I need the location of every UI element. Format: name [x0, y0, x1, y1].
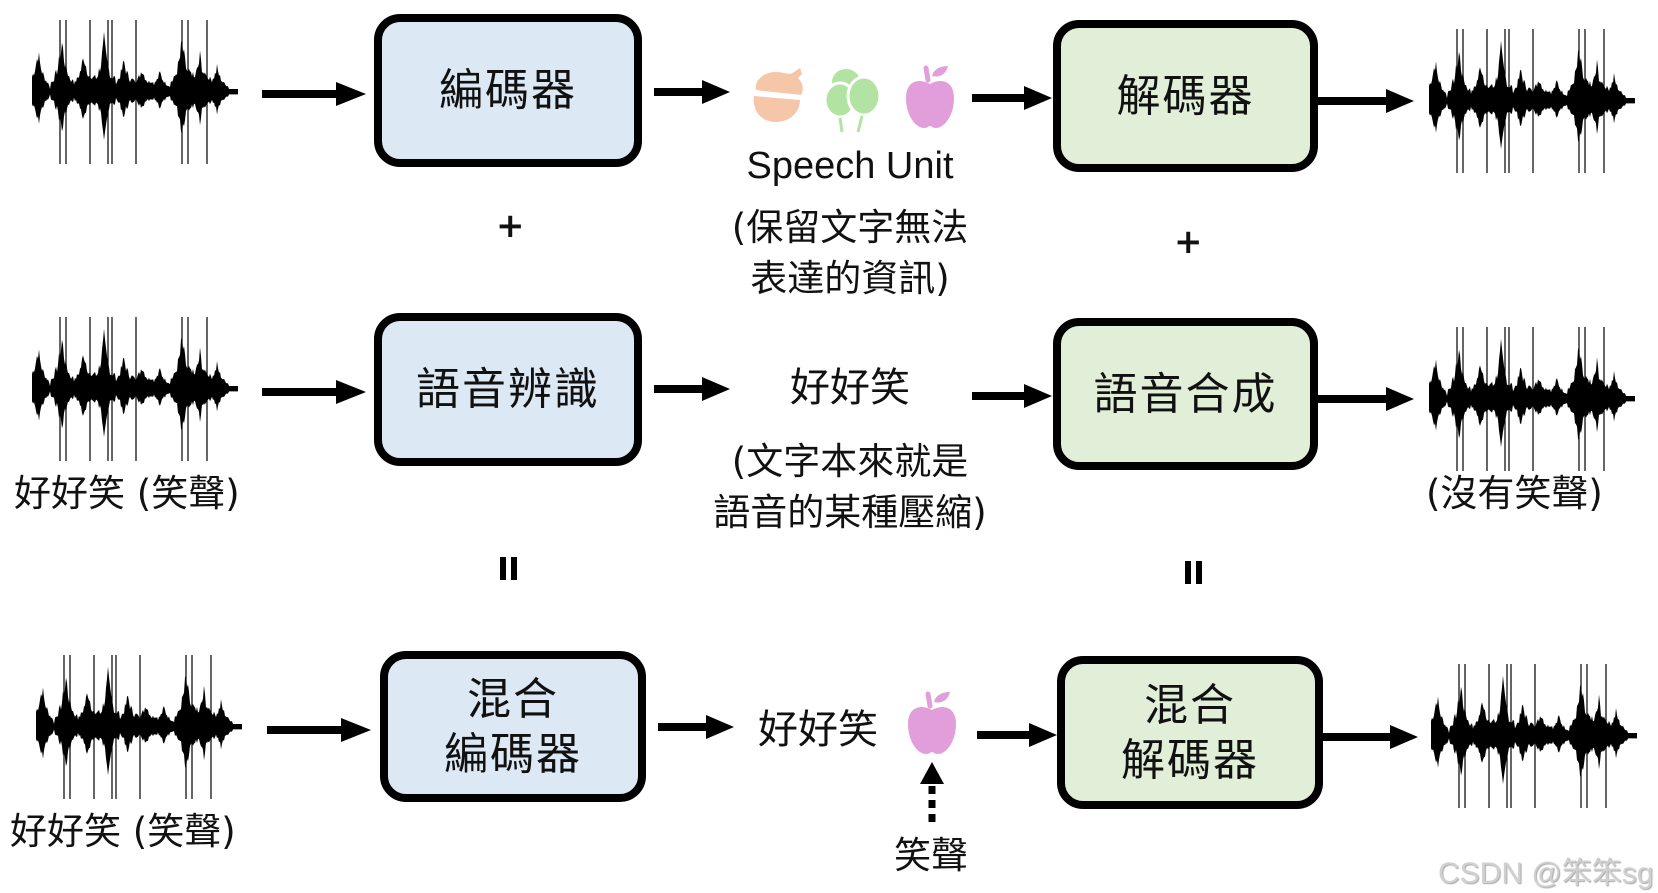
- watermark: CSDN @笨笨sg: [1438, 857, 1654, 890]
- output-caption: (沒有笑聲): [1426, 472, 1603, 515]
- arrow-right: [654, 377, 730, 401]
- asr-label: 語音辨識: [416, 364, 600, 415]
- arrow-right: [658, 715, 734, 739]
- encoder-box: 編碼器: [374, 14, 642, 167]
- arrow-right: [1318, 387, 1414, 411]
- asr-box: 語音辨識: [374, 313, 642, 466]
- mixed-decoder-box: 混合 解碼器: [1057, 656, 1323, 809]
- input-waveform: [36, 655, 242, 799]
- tts-box: 語音合成: [1053, 318, 1318, 470]
- arrow-right: [972, 384, 1052, 408]
- mixed-decoder-label-line2: 解碼器: [1121, 734, 1259, 786]
- arrow-right: [1318, 725, 1418, 749]
- arrow-right: [977, 723, 1057, 747]
- laughter-side-input: 笑聲: [894, 834, 968, 877]
- output-waveform: [1431, 664, 1637, 808]
- text-note-line1: (文字本來就是: [731, 440, 969, 483]
- arrow-right: [262, 82, 366, 106]
- speech-unit-title: Speech Unit: [746, 145, 954, 187]
- text-output: 好好笑: [790, 365, 910, 411]
- apple-icon: [908, 691, 956, 754]
- arrow-right: [262, 380, 366, 404]
- tts-label: 語音合成: [1093, 368, 1278, 420]
- mixed-encoder-label-line1: 混合: [467, 673, 559, 725]
- mixed-decoder-label-line1: 混合: [1144, 679, 1236, 731]
- plus-sign: +: [1174, 222, 1203, 262]
- plus-sign: +: [496, 206, 525, 246]
- equals-sign: [1185, 561, 1202, 584]
- apple-icon: [906, 65, 954, 128]
- output-waveform: [1429, 29, 1635, 173]
- speech-unit-note-line1: (保留文字無法: [731, 206, 969, 249]
- decoder-label: 解碼器: [1116, 70, 1255, 122]
- arrow-right: [654, 80, 730, 104]
- acorn-icon: [753, 68, 803, 122]
- mixed-encoder-box: 混合 編碼器: [380, 651, 646, 802]
- arrow-right: [972, 86, 1052, 110]
- input-waveform: [32, 20, 238, 164]
- text-output: 好好笑: [758, 707, 878, 753]
- input-caption: 好好笑 (笑聲): [10, 810, 236, 853]
- speech-unit-note-line2: 表達的資訊): [750, 257, 950, 300]
- text-note-line2: 語音的某種壓縮): [713, 491, 987, 534]
- dotted-arrow-up: [920, 762, 944, 824]
- arrow-right: [267, 718, 371, 742]
- output-waveform: [1429, 327, 1635, 471]
- input-waveform: [32, 317, 238, 461]
- decoder-box: 解碼器: [1053, 20, 1318, 172]
- mixed-encoder-label-line2: 編碼器: [444, 728, 582, 780]
- encoder-label: 編碼器: [439, 65, 577, 116]
- balloons-icon: [823, 69, 882, 133]
- arrow-right: [1318, 89, 1414, 113]
- equals-sign: [500, 557, 517, 580]
- input-caption: 好好笑 (笑聲): [14, 472, 240, 515]
